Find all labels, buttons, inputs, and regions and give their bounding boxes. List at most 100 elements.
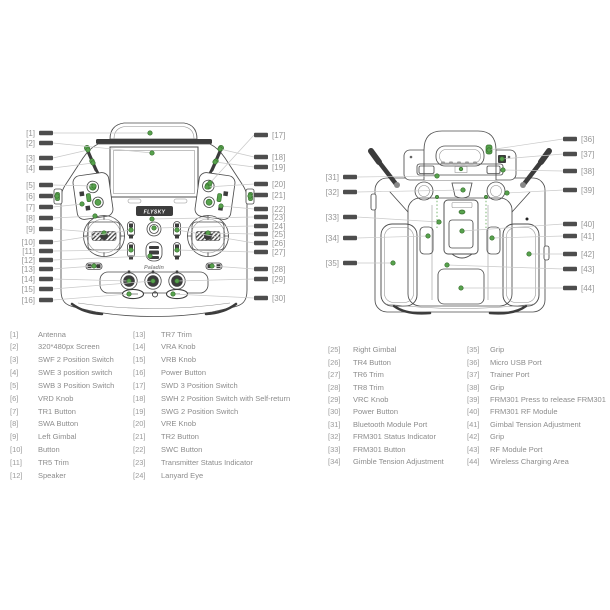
- legend-row: [31] Bluetooth Module Port: [328, 418, 444, 430]
- legend-item-label: VRE Knob: [161, 419, 197, 429]
- callout-2: [2]: [26, 139, 155, 156]
- legend-row: [29] VRC Knob: [328, 393, 444, 405]
- legend-row: [7]TR1 Button: [10, 405, 114, 418]
- callout-32: [32]: [326, 187, 466, 197]
- legend-item-label: Power Button: [161, 368, 207, 378]
- left-gimbal: [83, 215, 125, 257]
- svg-text:[27]: [27]: [272, 248, 285, 257]
- legend-item-number: [23]: [133, 457, 146, 467]
- callout-24: [24]: [151, 222, 285, 231]
- svg-text:[28]: [28]: [272, 265, 285, 274]
- back-view-device: [368, 130, 552, 315]
- legend-item-label: SWF 2 Position Switch: [38, 355, 114, 365]
- svg-text:[20]: [20]: [272, 180, 285, 189]
- svg-text:[11]: [11]: [22, 247, 35, 256]
- legend-item-number: [3]: [10, 355, 19, 365]
- left-folded-antenna: [368, 148, 400, 188]
- svg-text:[2]: [2]: [26, 139, 35, 148]
- legend-item-number: [42]: [467, 432, 480, 442]
- svg-text:[19]: [19]: [272, 163, 285, 172]
- right-grip: [502, 223, 540, 307]
- svg-text:[8]: [8]: [26, 214, 35, 223]
- legend-item-label: FRM301 Status Indicator: [353, 432, 436, 442]
- svg-text:[12]: [12]: [22, 256, 35, 265]
- callout-10: [10]: [22, 227, 134, 247]
- legend-row: [12] Speaker: [10, 469, 114, 482]
- svg-text:[26]: [26]: [272, 239, 285, 248]
- svg-text:[34]: [34]: [326, 234, 339, 243]
- legend-item-number: [13]: [133, 329, 146, 339]
- legend-column-3: [25]Right Gimbal[26]TR4 Button[27]TR6 Tr…: [328, 344, 444, 468]
- callout-20: [20]: [204, 180, 285, 190]
- legend-row: [27]TR6 Trim: [328, 369, 444, 381]
- legend-row: [14]VRA Knob: [133, 340, 290, 353]
- legend-item-number: [39]: [467, 395, 480, 405]
- svg-text:[38]: [38]: [581, 167, 594, 176]
- flysky-logo-text: FLYSKY: [144, 209, 166, 215]
- speaker-slot: [173, 198, 188, 204]
- legend-item-label: FRM301 Button: [353, 444, 406, 454]
- legend-row: [38]Grip: [467, 381, 606, 393]
- legend-row: [3] SWF 2 Position Switch: [10, 353, 114, 366]
- callout-3: [3]: [26, 147, 91, 163]
- legend-item-number: [34]: [328, 457, 341, 466]
- svg-text:[15]: [15]: [22, 285, 35, 294]
- legend-item-number: [9]: [10, 432, 19, 442]
- legend-row: [33]FRM301 Button: [328, 443, 444, 455]
- legend-item-number: [12]: [10, 470, 23, 480]
- svg-text:[37]: [37]: [581, 150, 594, 159]
- legend-item-label: Grip: [490, 345, 505, 355]
- svg-text:[41]: [41]: [581, 232, 594, 241]
- callout-26: [26]: [174, 227, 285, 248]
- legend-item-number: [44]: [467, 457, 480, 466]
- legend-row: [28]TR8 Trim: [328, 381, 444, 393]
- legend-item-number: [21]: [133, 432, 146, 442]
- legend-item-number: [31]: [328, 419, 341, 429]
- legend-row: [4]SWE 3 position switch: [10, 366, 114, 379]
- svg-text:[35]: [35]: [326, 259, 339, 268]
- legend-row: [11]TR5 Trim: [10, 456, 114, 469]
- legend-item-label: Right Gimbal: [353, 345, 397, 355]
- legend-item-label: VRC Knob: [353, 395, 389, 405]
- legend-item-label: FRM301 RF Module: [490, 407, 558, 417]
- legend-item-label: Bluetooth Module Port: [353, 419, 428, 429]
- legend-row: [1]Antenna: [10, 328, 114, 341]
- legend-item-label: Left Gimbal: [38, 432, 77, 442]
- legend-item-label: Speaker: [38, 470, 66, 480]
- left-grip: [380, 223, 418, 307]
- legend-item-number: [2]: [10, 342, 19, 352]
- legend-row: [40]FRM301 RF Module: [467, 406, 606, 418]
- legend-item-label: Wireless Charging Area: [490, 457, 569, 466]
- callouts-back-left: [31] [32] [33] [34] [35]: [326, 173, 466, 268]
- legend-item-number: [38]: [467, 382, 480, 392]
- legend-item-number: [18]: [133, 393, 146, 403]
- callout-15: [15]: [22, 278, 156, 294]
- callout-1: [1]: [26, 129, 153, 138]
- legend-item-number: [8]: [10, 419, 19, 429]
- legend-item-number: [15]: [133, 355, 146, 365]
- legend-item-number: [29]: [328, 395, 341, 405]
- callout-5: [5]: [26, 181, 97, 190]
- callout-36: [36]: [486, 135, 594, 153]
- right-switch-pod: [194, 172, 236, 220]
- legend-item-label: TR7 Trim: [161, 329, 192, 339]
- legend-item-number: [22]: [133, 445, 146, 455]
- legend-item-label: SWD 3 Position Switch: [161, 380, 238, 390]
- svg-text:[23]: [23]: [272, 213, 285, 222]
- legend-item-number: [43]: [467, 444, 480, 454]
- left-tension-slot: [419, 226, 434, 255]
- svg-text:[16]: [16]: [22, 296, 35, 305]
- legend-item-label: 320*480px Screen: [38, 342, 100, 352]
- svg-text:[17]: [17]: [272, 131, 285, 140]
- legend-row: [22]SWC Button: [133, 443, 290, 456]
- legend-row: [23]Transmitter Status Indicator: [133, 456, 290, 469]
- legend-item-number: [37]: [467, 370, 480, 380]
- callout-8: [8]: [26, 213, 98, 223]
- svg-text:[33]: [33]: [326, 213, 339, 222]
- legend-item-number: [4]: [10, 368, 19, 378]
- callout-27: [27]: [174, 247, 285, 257]
- screen: [109, 146, 199, 198]
- legend-row: [21]TR2 Button: [133, 430, 290, 443]
- callout-16: [16]: [22, 291, 132, 305]
